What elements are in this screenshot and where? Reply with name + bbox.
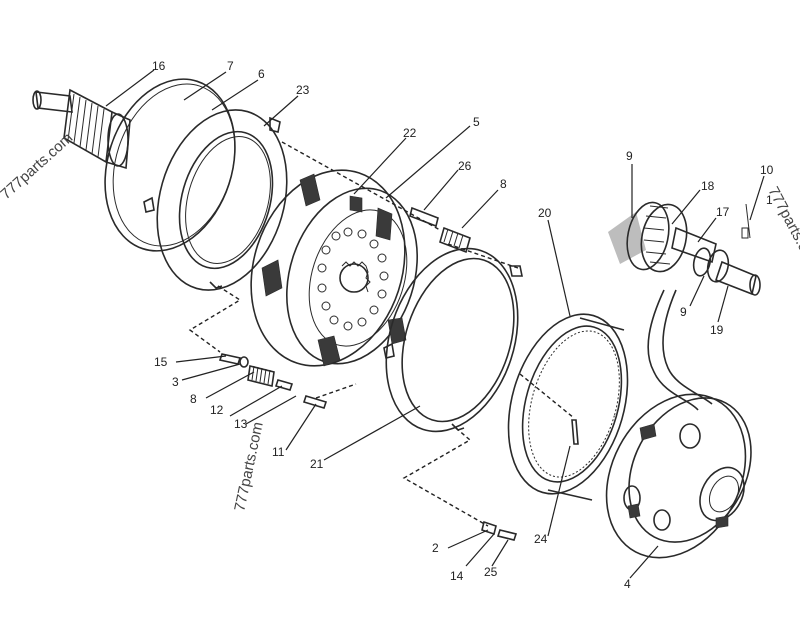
callout-8-lower: 8 [190, 392, 197, 406]
callout-19: 19 [710, 323, 724, 337]
callout-10: 10 [760, 163, 774, 177]
callout-18: 18 [701, 179, 715, 193]
callout-14: 14 [450, 569, 464, 583]
clutch-hub [250, 169, 418, 367]
assembly-lines [188, 141, 575, 527]
callout-labels: 16 7 6 23 22 5 26 8 20 9 18 10 1 17 9 19… [152, 59, 774, 591]
callout-21: 21 [310, 457, 324, 471]
planet-gear-assembly [608, 201, 761, 296]
callout-17: 17 [716, 205, 730, 219]
callout-23: 23 [296, 83, 310, 97]
small-parts [218, 206, 579, 541]
callout-11: 11 [272, 445, 285, 459]
callout-6: 6 [258, 67, 265, 81]
watermark-center: 777parts.com [231, 420, 267, 512]
callout-20: 20 [538, 206, 552, 220]
input-shaft [32, 88, 131, 170]
pressure-plate [143, 109, 288, 291]
callout-8: 8 [500, 177, 507, 191]
callout-25: 25 [484, 565, 498, 579]
ring-gear [507, 313, 629, 501]
callout-24: 24 [534, 532, 548, 546]
callout-3: 3 [172, 375, 179, 389]
callout-26: 26 [458, 159, 472, 173]
callout-9: 9 [626, 149, 633, 163]
callout-15: 15 [154, 355, 168, 369]
callout-7: 7 [227, 59, 234, 73]
callout-12: 12 [210, 403, 224, 417]
piston-ring [383, 247, 523, 433]
callout-1: 1 [766, 193, 773, 207]
watermark-right: 777parts.com [764, 184, 800, 272]
leader-lines [105, 69, 765, 579]
callout-22: 22 [403, 126, 417, 140]
seal-ring [104, 78, 236, 252]
callout-9-lower: 9 [680, 305, 687, 319]
callout-13: 13 [234, 417, 248, 431]
watermark-left: 777parts.com [0, 130, 76, 203]
callout-2: 2 [432, 541, 439, 555]
callout-4: 4 [624, 577, 631, 591]
carrier-housing [605, 289, 752, 559]
callout-5: 5 [473, 115, 480, 129]
callout-16: 16 [152, 59, 166, 73]
